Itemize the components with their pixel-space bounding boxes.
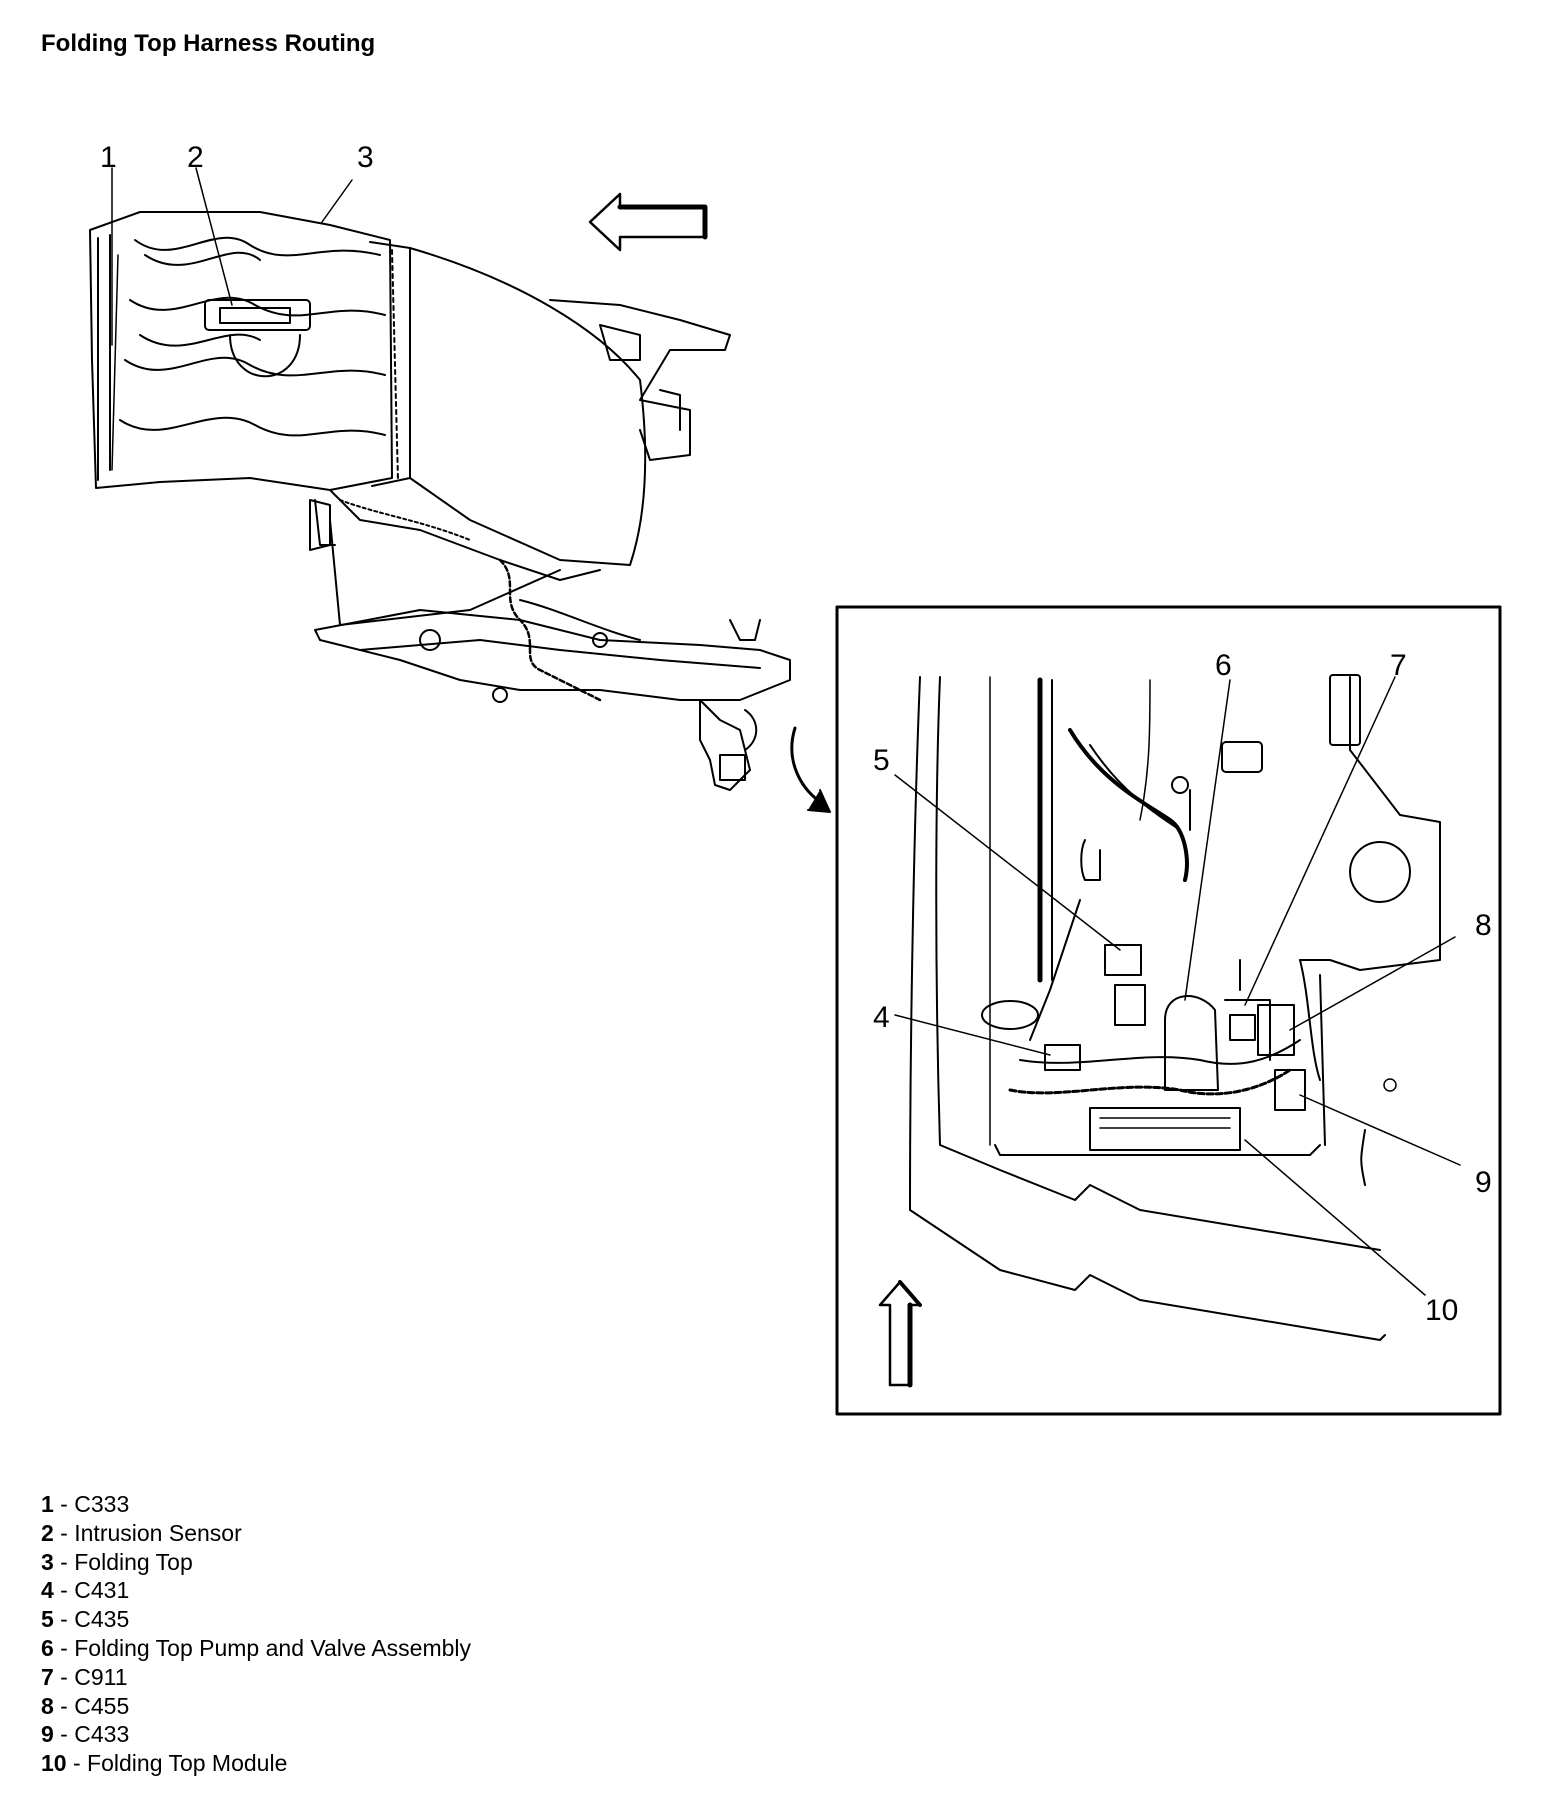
callout-10: 10 [1425, 1294, 1458, 1327]
direction-arrow-icon [588, 192, 707, 252]
callout-3: 3 [357, 141, 374, 174]
main-view-callouts: 1 2 3 [100, 141, 374, 174]
legend-item: 10 - Folding Top Module [41, 1750, 288, 1777]
legend-item: 5 - C435 [41, 1606, 130, 1633]
legend-item: 4 - C431 [41, 1577, 130, 1604]
callout-2: 2 [187, 141, 204, 174]
legend: 1 - C333 2 - Intrusion Sensor 3 - Foldin… [41, 1490, 471, 1778]
legend-item: 9 - C433 [41, 1721, 130, 1748]
folding-top-assembly [89, 211, 791, 791]
legend-item: 2 - Intrusion Sensor [41, 1519, 242, 1546]
detail-view-frame [835, 605, 1502, 1416]
callout-7: 7 [1390, 649, 1407, 682]
detail-view-callouts: 4 5 6 7 8 9 10 [873, 649, 1492, 1327]
callout-8: 8 [1475, 909, 1492, 942]
callout-4: 4 [873, 1001, 890, 1034]
legend-item: 7 - C911 [41, 1663, 128, 1690]
detail-view-artwork [909, 674, 1441, 1341]
page-title: Folding Top Harness Routing [41, 30, 376, 57]
callout-1: 1 [100, 141, 117, 174]
legend-item: 6 - Folding Top Pump and Valve Assembly [41, 1634, 472, 1661]
legend-item: 3 - Folding Top [41, 1548, 193, 1575]
legend-item: 8 - C455 [41, 1692, 130, 1719]
legend-item: 1 - C333 [41, 1491, 130, 1517]
callout-9: 9 [1475, 1166, 1492, 1199]
callout-5: 5 [873, 744, 890, 777]
callout-6: 6 [1215, 649, 1232, 682]
